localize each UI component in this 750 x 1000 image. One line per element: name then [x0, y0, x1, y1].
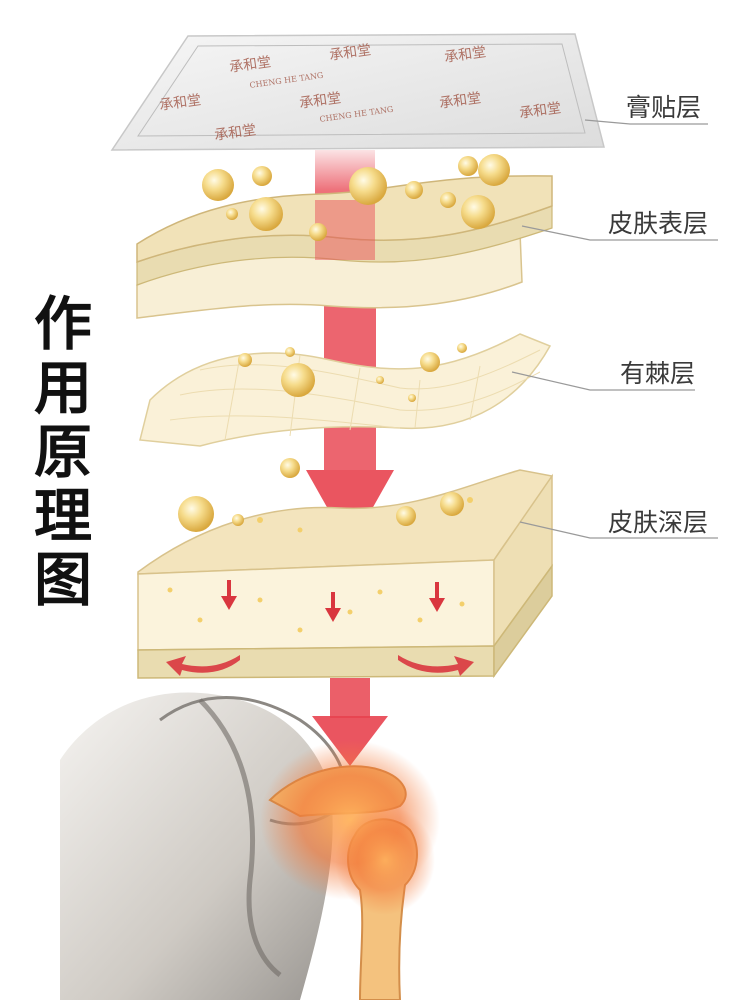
logo-mark: 承和堂	[228, 54, 272, 76]
epidermis-layer-label: 皮肤表层	[608, 209, 709, 238]
active-ingredient-balls	[202, 154, 510, 241]
logo-mark: 承和堂	[443, 44, 487, 66]
logo-mark: 承和堂	[518, 100, 562, 122]
logo-mark: 承和堂	[438, 90, 482, 112]
spinous-layer	[139, 333, 552, 447]
title-char: 用	[33, 354, 92, 422]
spinous-layer-label: 有棘层	[620, 359, 696, 388]
vertical-title: 作 用 原 理 图	[28, 292, 98, 612]
logo-mark: 承和堂	[158, 92, 202, 114]
logo-mark: 承和堂	[328, 42, 372, 64]
logo-mark: 承和堂	[213, 122, 257, 144]
label-leader-lines	[511, 119, 718, 539]
title-char: 图	[33, 546, 92, 614]
diffusion-arrows	[166, 580, 474, 676]
plaster-patch: 承和堂 承和堂 承和堂 承和堂 承和堂 承和堂 承和堂 承和堂 CHENG HE…	[110, 33, 605, 151]
dermis-layer-label: 皮肤深层	[608, 508, 709, 537]
title-char: 原	[33, 418, 92, 486]
title-char: 作	[33, 290, 92, 358]
epidermis-layer	[136, 154, 553, 319]
shoulder-joint	[60, 692, 440, 1000]
dermis-block	[137, 458, 554, 679]
title-char: 理	[33, 482, 92, 550]
logo-mark: 承和堂	[298, 90, 342, 112]
plaster-layer-label: 膏贴层	[626, 93, 702, 122]
